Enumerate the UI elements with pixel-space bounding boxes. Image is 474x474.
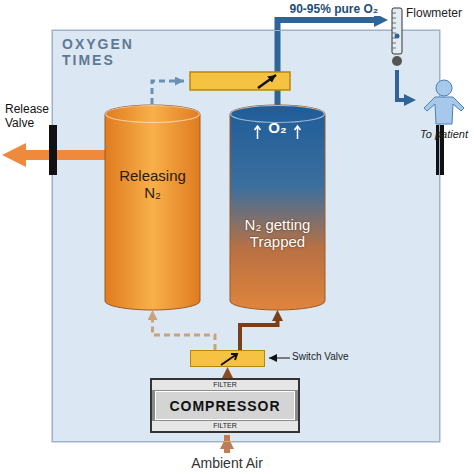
scale-tick [392, 48, 396, 49]
rising-arrow [255, 126, 261, 139]
edge-label: 90-95% pure O₂ [288, 2, 381, 16]
flow-tube [392, 8, 402, 54]
filter-band: FILTER [152, 421, 298, 431]
scale-tick [392, 43, 396, 44]
tank-label: N₂ getting Trapped [230, 216, 325, 250]
scale-tick [392, 28, 396, 29]
valve-arrow [221, 354, 237, 365]
valve-arrow [258, 75, 276, 88]
scale-tick [392, 13, 396, 14]
flow-connector [14, 150, 105, 160]
tank-label: Releasing N₂ [105, 167, 200, 201]
tank-body [230, 105, 325, 310]
release-valve: Release Valve [2, 100, 58, 180]
patient-label: To patient [416, 128, 472, 140]
idle-outlet-line [152, 81, 184, 104]
scale-tick [392, 33, 396, 34]
figure-body [424, 97, 464, 124]
outlet-valve [190, 72, 290, 90]
trapping-tank: O₂ N₂ getting Trapped [230, 105, 325, 310]
figure-head [436, 80, 452, 96]
valve-bar [49, 125, 57, 175]
switch-valve: Switch Valve [190, 350, 265, 367]
valve-arrow [191, 351, 266, 368]
rising-arrow [295, 126, 301, 139]
flow-connector [397, 70, 410, 100]
brand-logo: OXYGEN TIMES [62, 36, 154, 68]
intake-arrow [224, 435, 230, 453]
flowmeter: Flowmeter [388, 4, 472, 70]
compressor-box: FILTERCOMPRESSORFILTER [150, 378, 300, 433]
scale-tick [392, 18, 396, 19]
tank-body [105, 105, 200, 310]
intake-label: Ambient Air [172, 455, 282, 471]
filter-band: FILTER [152, 380, 298, 390]
compressor-label: COMPRESSOR [155, 391, 295, 420]
flow-connector [153, 315, 216, 350]
housing-fill [52, 30, 440, 442]
patient-figure: To patient [416, 78, 472, 150]
flow-connector [240, 316, 278, 351]
releasing-tank: Releasing N₂ [105, 105, 200, 310]
flow-connector [278, 20, 382, 105]
valve-label: Switch Valve [292, 351, 349, 362]
device-label: Flowmeter [406, 4, 472, 20]
flow-knob [392, 56, 402, 66]
gas-label: O₂ [230, 119, 325, 136]
scale-tick [392, 23, 396, 24]
leader-line [269, 358, 290, 359]
tank-rim [106, 106, 200, 123]
tank-shape [105, 105, 200, 310]
housing-panel: OXYGEN TIMES Releasing N₂ O₂ N₂ getting Tra… [52, 30, 440, 442]
flow-ball [395, 34, 400, 39]
valve-label: Release Valve [2, 100, 48, 130]
